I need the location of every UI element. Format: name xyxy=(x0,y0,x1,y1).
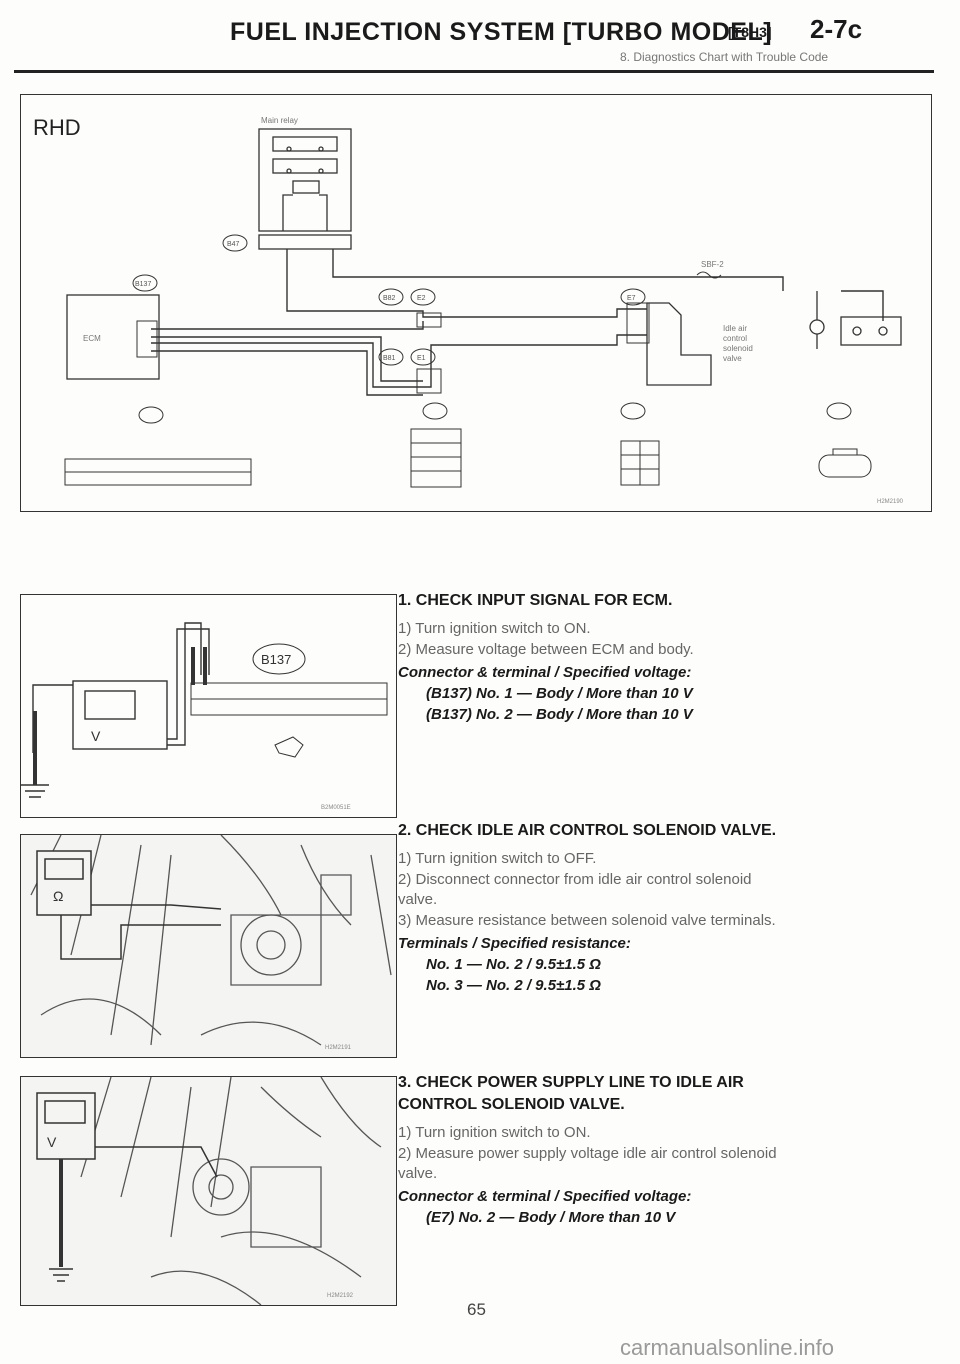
figure-solenoid-resistance: Ω H2M2191 xyxy=(20,834,397,1058)
engine-bay-sketch-2 xyxy=(80,1076,382,1306)
header-rule xyxy=(14,70,934,73)
step-3-title-2: CONTROL SOLENOID VALVE. xyxy=(398,1096,625,1113)
connector-b82-e2-callout: B82 E2 xyxy=(378,288,436,306)
step-2-line-2: 2) Disconnect connector from idle air co… xyxy=(398,871,752,888)
solenoid-connector xyxy=(626,302,650,344)
main-relay-symbol xyxy=(258,128,352,232)
fuse-symbol xyxy=(696,271,722,279)
step-3-title: 3. CHECK POWER SUPPLY LINE TO IDLE AIR xyxy=(398,1074,744,1091)
fig3-id: H2M2192 xyxy=(327,1293,354,1299)
ecm-box xyxy=(66,294,160,380)
step-1-title: 1. CHECK INPUT SIGNAL FOR ECM. xyxy=(398,592,673,609)
solenoid-label: Idle air control solenoid valve xyxy=(723,324,753,363)
solenoid-valve-body xyxy=(646,302,712,386)
page-title: FUEL INJECTION SYSTEM [TURBO MODEL] xyxy=(230,18,773,46)
svg-text:Idle air: Idle air xyxy=(723,324,747,333)
step-2-title: 2. CHECK IDLE AIR CONTROL SOLENOID VALVE… xyxy=(398,822,777,839)
connector-e7-callout: E7 xyxy=(620,288,646,306)
step-1-line-2: 2) Measure voltage between ECM and body. xyxy=(398,641,694,658)
diagram-fig-id: H2M2190 xyxy=(877,499,904,505)
bottom-callouts xyxy=(138,402,852,424)
connector-b81-block xyxy=(416,368,442,394)
connector-faces xyxy=(64,428,872,488)
svg-text:B82: B82 xyxy=(383,295,396,302)
step-3: 3. CHECK POWER SUPPLY LINE TO IDLE AIR C… xyxy=(398,1074,938,1226)
connector-b47-callout: B47 xyxy=(222,234,248,252)
section-code: [T8H3] xyxy=(728,24,772,40)
step-1-spec-header: Connector & terminal / Specified voltage… xyxy=(398,664,692,681)
svg-text:E7: E7 xyxy=(627,295,636,302)
step-1-line-1: 1) Turn ignition switch to ON. xyxy=(398,620,591,637)
svg-text:valve: valve xyxy=(723,354,742,363)
relay-connector xyxy=(258,234,352,250)
step-2-line-4: 3) Measure resistance between solenoid v… xyxy=(398,912,776,929)
figure-solenoid-resistance-svg: Ω H2M2191 xyxy=(30,834,392,1051)
voltmeter-icon xyxy=(21,622,210,798)
svg-text:B47: B47 xyxy=(227,241,240,248)
meter-v2-label: V xyxy=(47,1134,57,1150)
ecm-connector xyxy=(136,320,158,358)
fuse-label: SBF-2 xyxy=(701,260,724,269)
connector-b81-e1-callout: B81 E1 xyxy=(378,348,436,366)
meter-ohm-label: Ω xyxy=(53,888,63,904)
figure-ecm-voltage: V B137 B2M0051E xyxy=(20,594,397,818)
svg-text:E2: E2 xyxy=(417,295,426,302)
battery-symbol xyxy=(809,291,902,349)
step-2-spec-1: No. 1 — No. 2 / 9.5±1.5 Ω xyxy=(426,956,601,973)
step-2-line-3: valve. xyxy=(398,891,438,908)
ecm-label: ECM xyxy=(83,334,101,343)
figure-solenoid-power: V H2M2192 xyxy=(20,1076,397,1306)
fig1-id: B2M0051E xyxy=(321,805,351,811)
step-3-spec-header: Connector & terminal / Specified voltage… xyxy=(398,1188,692,1205)
step-3-line-2: 2) Measure power supply voltage idle air… xyxy=(398,1145,777,1162)
step-1-spec-1: (B137) No. 1 — Body / More than 10 V xyxy=(426,685,693,702)
step-3-line-3: valve. xyxy=(398,1165,438,1182)
connector-b137-face xyxy=(190,682,388,716)
page-number: 65 xyxy=(467,1300,486,1319)
step-2-spec-2: No. 3 — No. 2 / 9.5±1.5 Ω xyxy=(426,977,601,994)
step-2-spec-header: Terminals / Specified resistance: xyxy=(398,935,631,952)
svg-text:solenoid: solenoid xyxy=(723,344,753,353)
page-subtitle: 8. Diagnostics Chart with Trouble Code xyxy=(620,50,829,64)
probe-icon xyxy=(274,736,304,758)
figure-solenoid-power-svg: V H2M2192 xyxy=(36,1076,382,1306)
meter-v-label: V xyxy=(91,728,101,744)
connector-b82-block xyxy=(416,312,442,328)
figure-ecm-voltage-svg: V B137 B2M0051E xyxy=(21,622,388,811)
main-relay-label: Main relay xyxy=(261,116,298,125)
svg-text:E1: E1 xyxy=(417,355,426,362)
connector-b137-callout: B137 xyxy=(252,643,306,675)
svg-text:B137: B137 xyxy=(261,652,291,667)
step-1: 1. CHECK INPUT SIGNAL FOR ECM. 1) Turn i… xyxy=(398,592,938,723)
step-2: 2. CHECK IDLE AIR CONTROL SOLENOID VALVE… xyxy=(398,822,938,994)
svg-text:B81: B81 xyxy=(383,355,396,362)
wiring-lines xyxy=(151,249,884,396)
wiring-diagram: RHD Main relay B47 SBF-2 xyxy=(20,94,932,512)
svg-text:B137: B137 xyxy=(135,281,151,288)
connector-b137-callout: B137 xyxy=(132,274,158,292)
step-2-line-1: 1) Turn ignition switch to OFF. xyxy=(398,850,597,867)
fig2-id: H2M2191 xyxy=(325,1045,352,1051)
voltmeter-icon-2 xyxy=(36,1092,218,1282)
svg-text:control: control xyxy=(723,334,747,343)
step-1-spec-2: (B137) No. 2 — Body / More than 10 V xyxy=(426,706,693,723)
ohmmeter-icon xyxy=(36,850,222,960)
region-label: RHD xyxy=(33,115,81,140)
section-number: 2-7c xyxy=(810,14,863,44)
wiring-diagram-svg: RHD Main relay B47 SBF-2 xyxy=(33,115,904,505)
watermark: carmanualsonline.info xyxy=(620,1335,835,1360)
step-3-spec-1: (E7) No. 2 — Body / More than 10 V xyxy=(426,1209,676,1226)
step-3-line-1: 1) Turn ignition switch to ON. xyxy=(398,1124,591,1141)
